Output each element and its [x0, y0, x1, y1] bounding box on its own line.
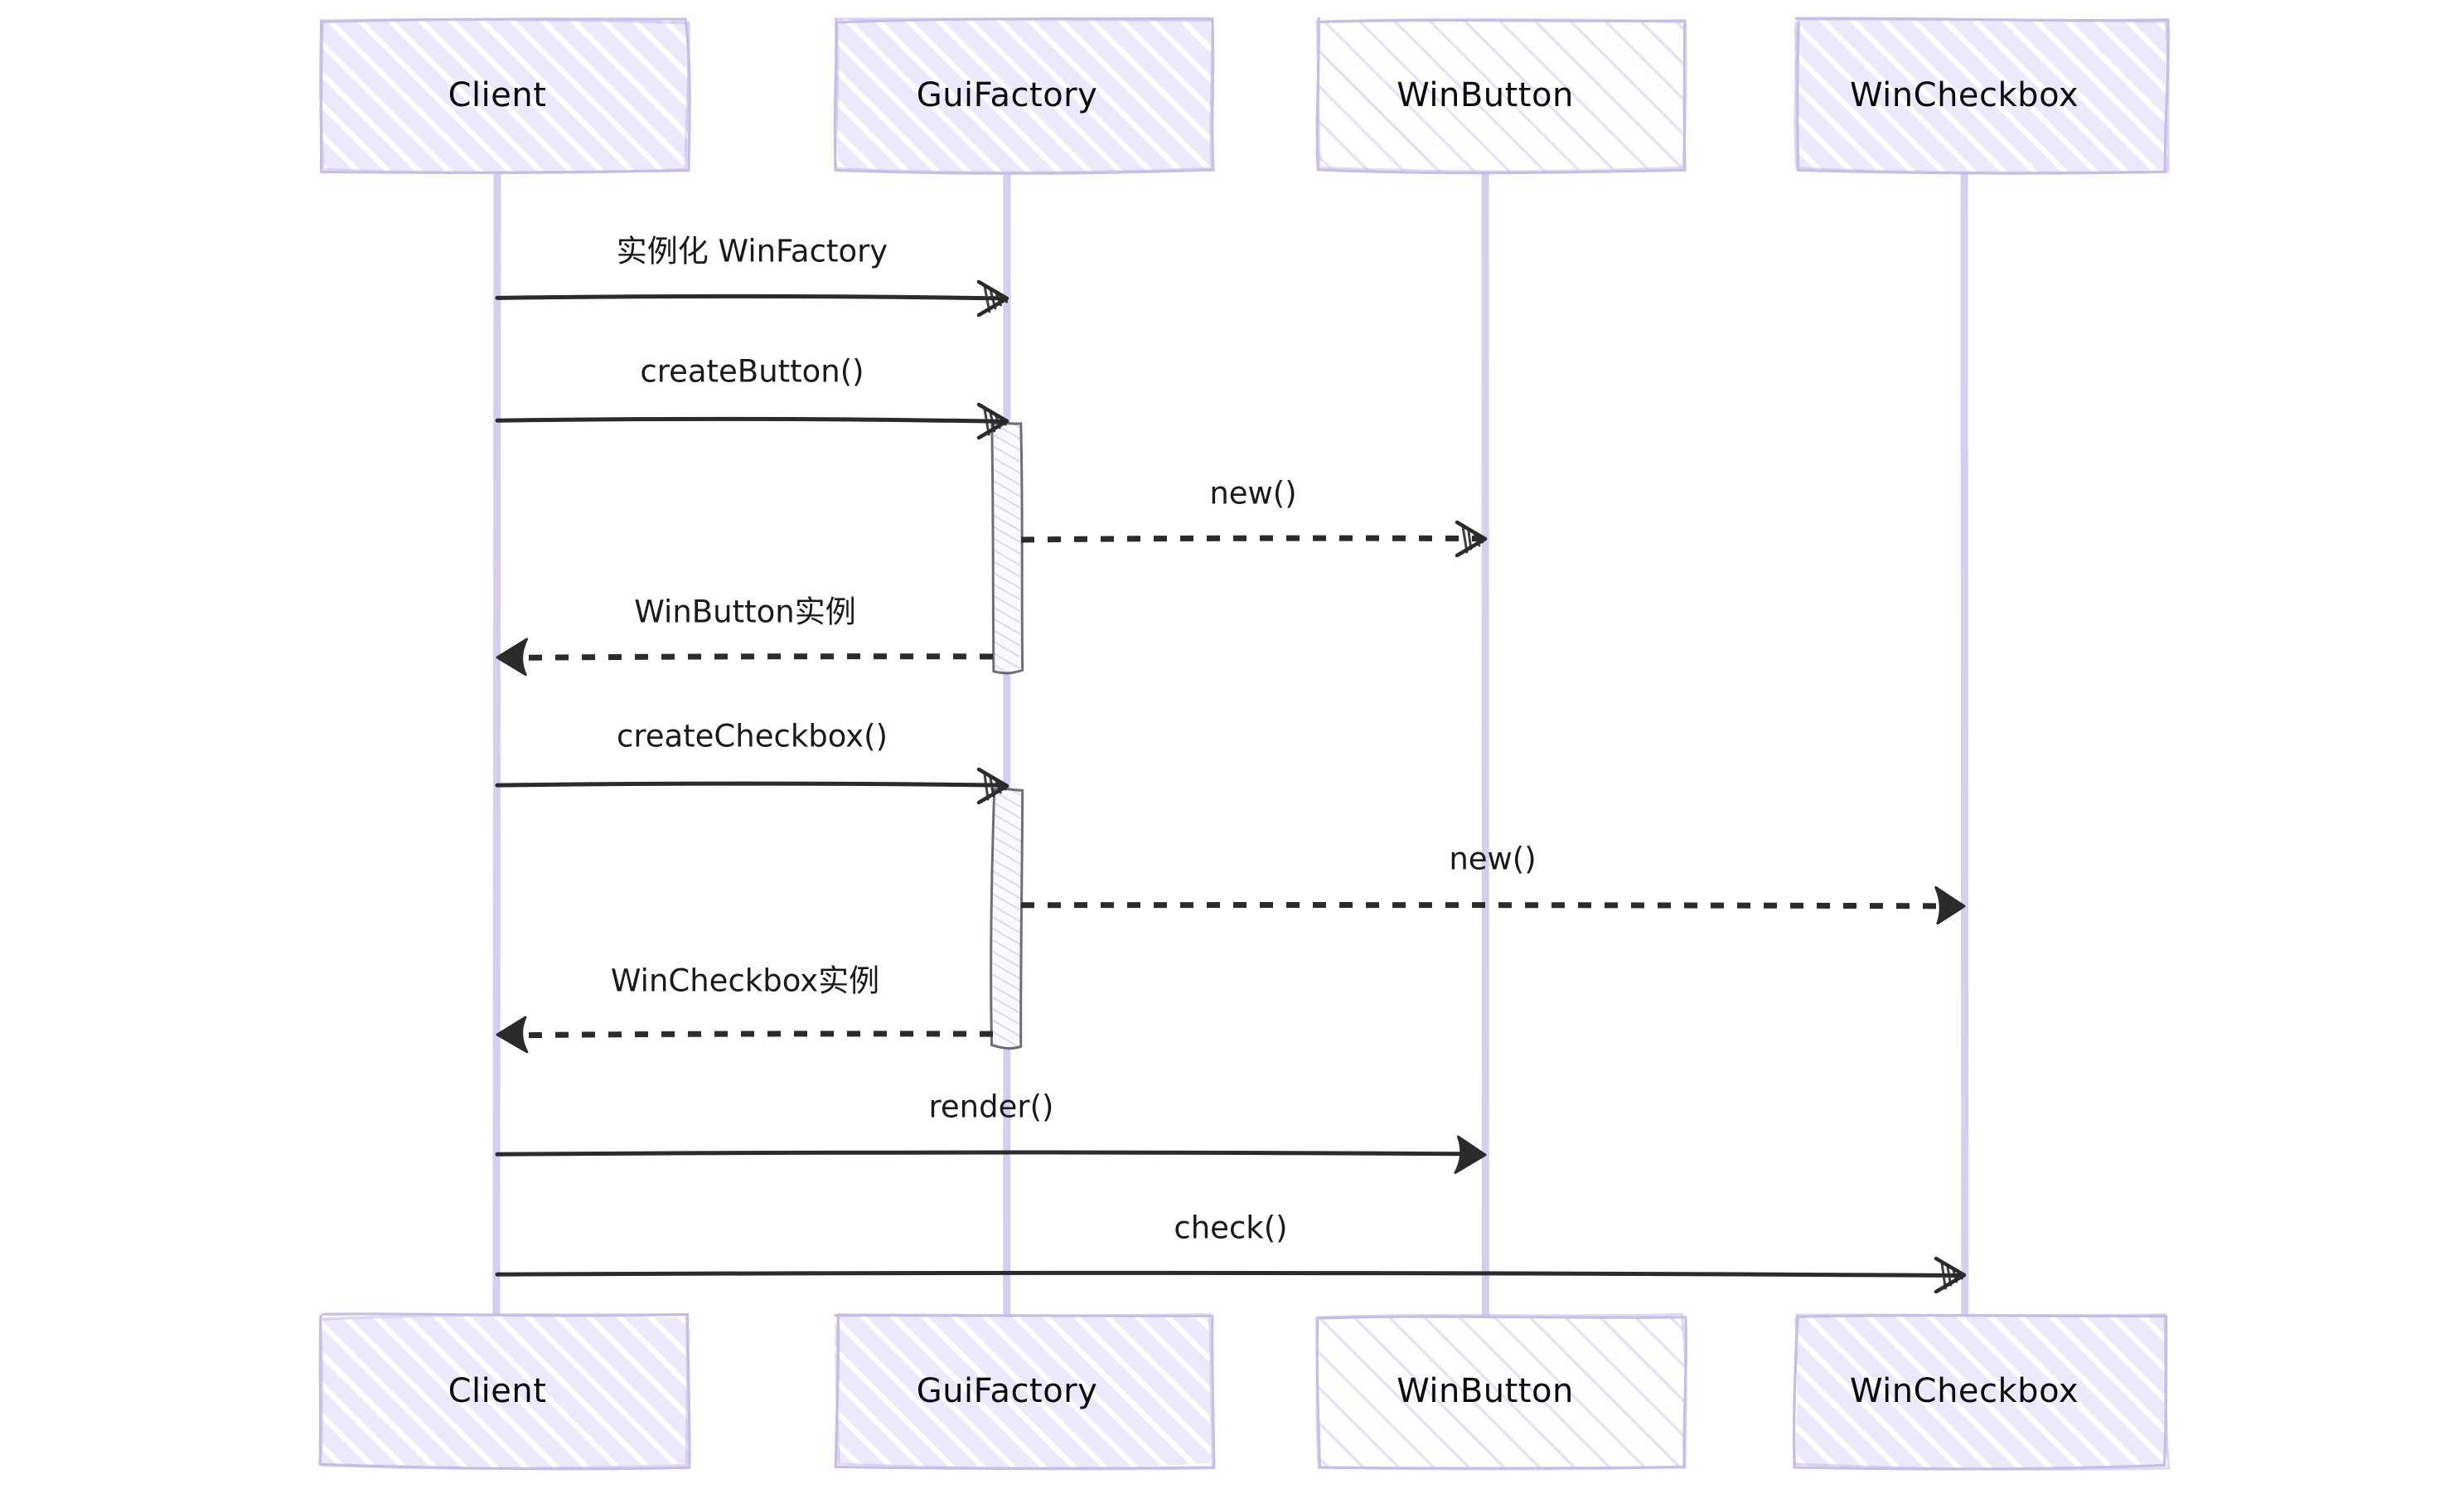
message-m7[interactable]: WinCheckbox实例: [496, 963, 994, 1054]
participant-box-fill: [318, 18, 690, 174]
activation-bar-fill: [991, 423, 1021, 673]
participant-box-guifactory-footer[interactable]: GuiFactory: [834, 1312, 1216, 1471]
footer-participant-boxes: Client GuiFactory WinButton WinCheckbox: [318, 1312, 2171, 1472]
arrowhead-solid: [496, 1016, 529, 1054]
message-line-solid: [495, 293, 1006, 301]
participant-box-fill: [320, 1316, 691, 1468]
participant-label-wincheckbox: WinCheckbox: [1850, 1372, 2079, 1410]
lifelines-layer: [492, 166, 1969, 1321]
activations-layer: [990, 421, 1024, 1050]
participant-box-outline: [1314, 1312, 1687, 1471]
participant-box-outline: [319, 17, 690, 175]
participant-box-fill: [1314, 17, 1685, 173]
participant-box-fill: [1794, 18, 2169, 173]
arrowhead-solid: [1454, 1135, 1487, 1175]
message-m1[interactable]: 实例化 WinFactory: [495, 234, 1009, 318]
arrowhead-open: [1455, 520, 1488, 558]
message-line-solid: [495, 781, 1006, 788]
participant-box-fill: [834, 1314, 1211, 1469]
participant-box-outline: [1793, 1312, 2171, 1472]
message-line-solid: [495, 1150, 1484, 1157]
participant-box-winbutton-footer[interactable]: WinButton: [1314, 1312, 1687, 1471]
participant-box-outline: [318, 1312, 689, 1470]
participant-box-wincheckbox-footer[interactable]: WinCheckbox: [1793, 1312, 2171, 1472]
message-label-m4: WinButton实例: [634, 594, 855, 630]
lifeline-wincheckbox: [1960, 166, 1969, 1321]
message-label-m7: WinCheckbox实例: [611, 963, 879, 999]
arrowhead-open: [1934, 1256, 1967, 1294]
activation-bar-outline: [990, 787, 1024, 1050]
participant-box-outline: [835, 1312, 1215, 1471]
participant-box-fill: [1317, 1313, 1687, 1469]
participant-box-outline: [833, 17, 1214, 174]
participant-box-winbutton-header[interactable]: WinButton: [1314, 17, 1687, 175]
message-line-dashed: [1020, 902, 1962, 909]
participant-box-guifactory-header[interactable]: GuiFactory: [833, 17, 1215, 175]
message-label-m6: new(): [1449, 842, 1536, 877]
participant-box-outline: [1314, 17, 1687, 173]
message-m2[interactable]: createButton(): [495, 354, 1009, 440]
arrowhead-solid: [496, 638, 529, 677]
message-label-m1: 实例化 WinFactory: [617, 234, 888, 269]
message-m6[interactable]: new(): [1020, 842, 1966, 925]
activation-bar-a2[interactable]: [990, 787, 1024, 1050]
message-m3[interactable]: new(): [1020, 476, 1488, 558]
lifeline-client: [492, 166, 501, 1321]
message-label-m5: createCheckbox(): [617, 719, 888, 754]
activation-bar-fill: [991, 787, 1022, 1049]
participant-label-guifactory: GuiFactory: [917, 76, 1098, 114]
activation-bar-a1[interactable]: [990, 421, 1024, 675]
participant-box-wincheckbox-header[interactable]: WinCheckbox: [1794, 17, 2170, 175]
participant-box-client-header[interactable]: Client: [318, 17, 691, 175]
arrowhead-open: [976, 279, 1009, 318]
activation-bar-outline: [990, 421, 1024, 675]
header-participant-boxes: Client GuiFactory WinButton WinCheckbox: [318, 17, 2170, 175]
message-m8[interactable]: render(): [495, 1089, 1487, 1175]
message-label-m8: render(): [929, 1089, 1054, 1125]
participant-label-client: Client: [448, 76, 547, 114]
participant-box-fill: [1794, 1314, 2168, 1470]
participant-label-client: Client: [448, 1372, 547, 1410]
message-line-solid: [495, 416, 1006, 424]
message-label-m2: createButton(): [640, 354, 864, 390]
message-line-dashed: [500, 1031, 994, 1039]
participant-label-winbutton: WinButton: [1397, 1372, 1574, 1410]
message-line-dashed: [500, 653, 994, 661]
arrowhead-open: [976, 767, 1009, 805]
message-line-solid: [495, 1270, 1963, 1278]
messages-layer: 实例化 WinFactory createButton() new() WinButt…: [495, 234, 1967, 1294]
arrowhead-solid: [1934, 885, 1966, 925]
participant-box-client-footer[interactable]: Client: [318, 1312, 691, 1471]
message-m9[interactable]: check(): [495, 1210, 1967, 1294]
message-label-m3: new(): [1209, 476, 1296, 512]
participant-box-outline: [1794, 17, 2170, 174]
message-m4[interactable]: WinButton实例: [496, 594, 994, 677]
message-label-m9: check(): [1174, 1210, 1287, 1246]
message-line-dashed: [1020, 535, 1483, 543]
participant-box-fill: [835, 18, 1213, 173]
message-m5[interactable]: createCheckbox(): [495, 719, 1009, 805]
participant-label-wincheckbox: WinCheckbox: [1850, 76, 2079, 114]
participant-label-winbutton: WinButton: [1397, 76, 1574, 114]
arrowhead-open: [976, 402, 1009, 440]
participant-label-guifactory: GuiFactory: [917, 1372, 1098, 1410]
